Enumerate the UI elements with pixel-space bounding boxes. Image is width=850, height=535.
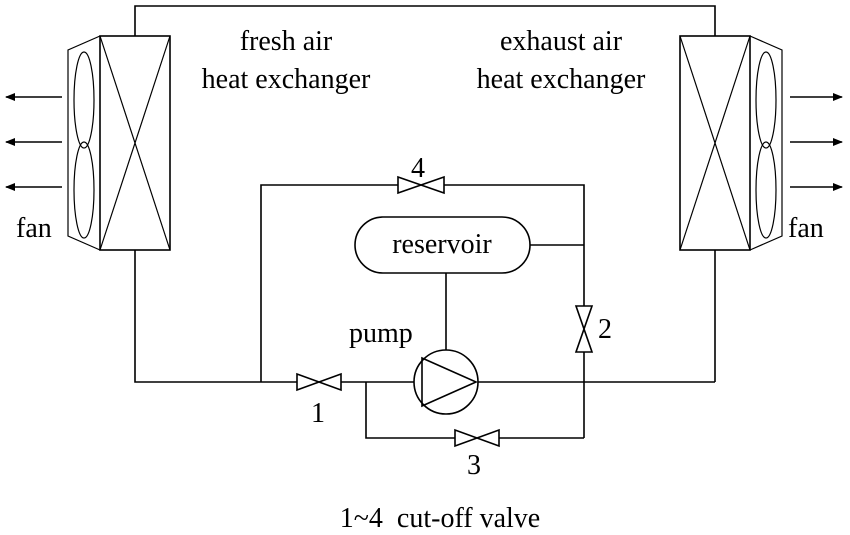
valve-2-label: 2 (598, 314, 612, 345)
fresh-air-label-line1: fresh air (240, 26, 333, 57)
valve-4-symbol (397, 175, 445, 195)
fresh-air-arrows (5, 93, 62, 191)
reservoir: reservoir (354, 216, 531, 274)
exhaust-air-heat-exchanger (679, 35, 783, 251)
left-fan-blade-lower (73, 141, 95, 239)
valve-2-symbol (574, 305, 594, 353)
pump: pump (349, 318, 479, 415)
left-exchanger-cross-b (99, 35, 171, 251)
top-pipe (134, 5, 716, 36)
left-lower-pipe (134, 250, 297, 383)
valve-1-symbol (296, 372, 342, 392)
fan-left-label: fan (16, 213, 52, 244)
pump-triangle (421, 356, 478, 408)
right-fan-housing (749, 35, 783, 251)
valve-3-symbol (454, 428, 500, 448)
valve-1: 1 (296, 372, 342, 429)
valve-4: 4 (397, 153, 445, 195)
bypass-left-vertical (260, 184, 398, 382)
pump-label: pump (349, 318, 413, 349)
valve-4-label: 4 (411, 153, 425, 184)
exhaust-air-label-line2: heat exchanger (477, 64, 646, 95)
exhaust-air-label-line1: exhaust air (500, 26, 623, 57)
exhaust-air-arrows (790, 93, 843, 191)
fresh-air-heat-exchanger (67, 35, 171, 251)
pump-body (413, 349, 479, 415)
left-fan-blade-upper (73, 51, 95, 149)
right-fan-blade-upper (755, 51, 777, 149)
right-exchanger-cross-b (679, 35, 751, 251)
right-fan-blade-lower (755, 141, 777, 239)
valve-3: 3 (454, 428, 500, 481)
fresh-air-label-line2: heat exchanger (202, 64, 371, 95)
valve-1-label: 1 (311, 398, 325, 429)
bottom-loop-left (365, 382, 455, 439)
valve-2: 2 (574, 305, 612, 353)
valve-3-label: 3 (467, 450, 481, 481)
reservoir-tank (354, 216, 531, 274)
diagram-caption: 1~4 cut-off valve (340, 503, 540, 534)
fan-right-label: fan (788, 213, 824, 244)
bypass-right-top (444, 184, 585, 306)
left-fan-housing (67, 35, 101, 251)
reservoir-label: reservoir (392, 229, 492, 260)
piping (134, 5, 716, 439)
